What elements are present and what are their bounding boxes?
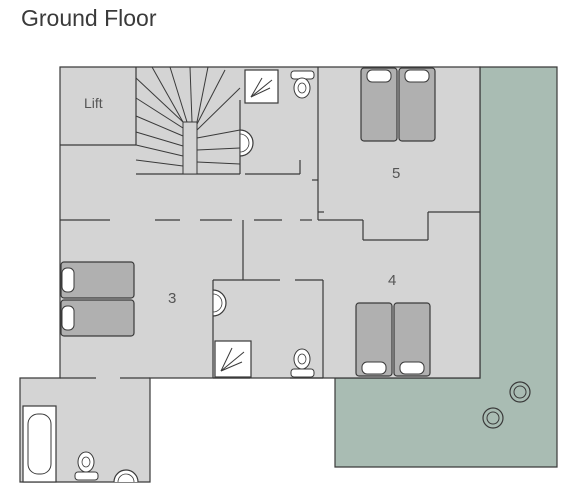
page-title: Ground Floor — [21, 5, 157, 31]
toilet-icon — [290, 70, 315, 99]
staircase — [135, 66, 241, 175]
terrace-planter-icon — [482, 381, 531, 429]
bed-room-5-icon — [360, 67, 436, 142]
room-label-3: 3 — [168, 290, 176, 307]
shower-icon — [214, 340, 252, 378]
sink-icon — [212, 289, 227, 317]
bathtub-icon — [22, 405, 57, 483]
interior-walls — [60, 67, 480, 379]
sink-icon — [239, 129, 254, 157]
room-label-5: 5 — [392, 165, 400, 182]
room-label-lift: Lift — [84, 95, 103, 111]
room-label-4: 4 — [388, 272, 396, 289]
shower-icon — [244, 69, 279, 104]
toilet-icon — [74, 451, 99, 481]
bed-room-4-icon — [355, 302, 431, 377]
sink-icon — [113, 469, 139, 483]
toilet-icon — [290, 348, 315, 378]
bed-room-3-icon — [60, 261, 135, 337]
